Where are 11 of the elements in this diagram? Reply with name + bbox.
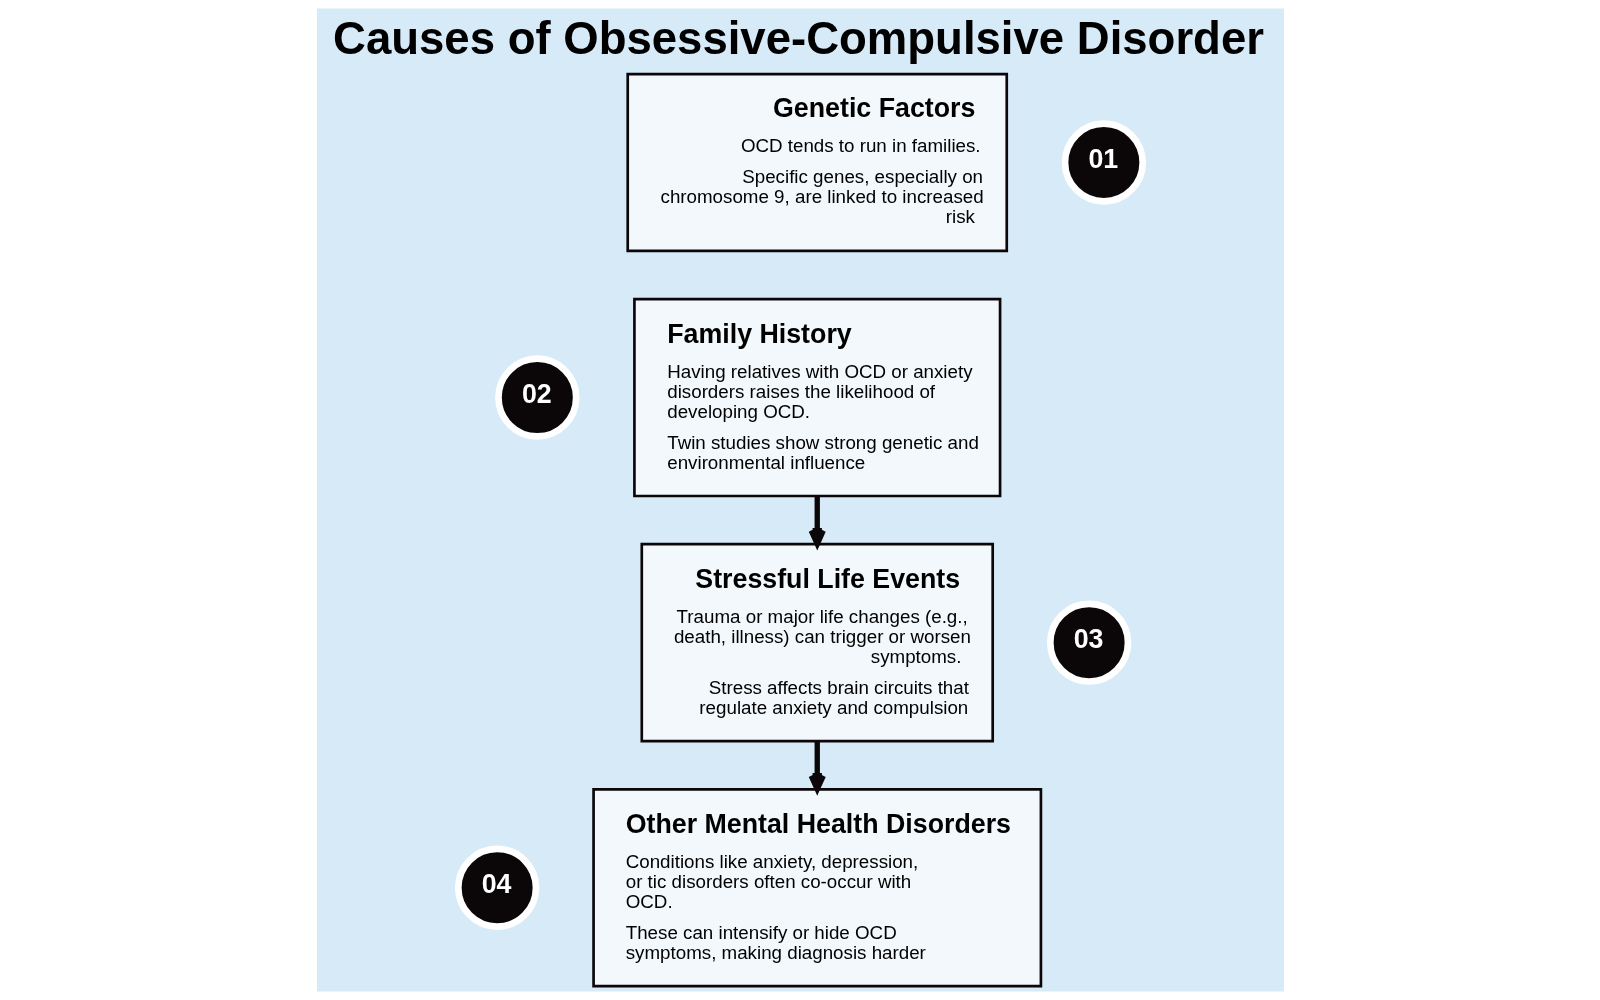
node-circle: 02 [494, 355, 579, 440]
arrow [808, 496, 826, 548]
arrow [808, 741, 826, 793]
node-box: Family History Having relatives with OCD or anxiety disorders raises the likelihood of developing OCD. Twin studies show strong genetic and environmental influence [632, 297, 1001, 498]
node-box: Stressful Life Events Trauma or major life changes (e.g., death, illness) can trigger or worsen symptoms. Stress affects brain circuits that regulate anxiety and compulsion [639, 542, 994, 743]
node-box: Genetic Factors OCD tends to run in families. Specific genes, especially on chromosome 9, are linked to increased risk [625, 72, 1008, 253]
node-circle: 04 [454, 845, 539, 930]
diagram-title: Causes of Obsessive-Compulsive Disorder [332, 13, 1264, 65]
node-circle: 01 [1061, 120, 1146, 205]
node-circle: 03 [1046, 600, 1131, 685]
node-box: Other Mental Health Disorders Conditions like anxiety, depression, or tic disorders often co-occur with OCD. These can intensify or hide OCD symptoms, making diagnosis harder [591, 787, 1042, 988]
